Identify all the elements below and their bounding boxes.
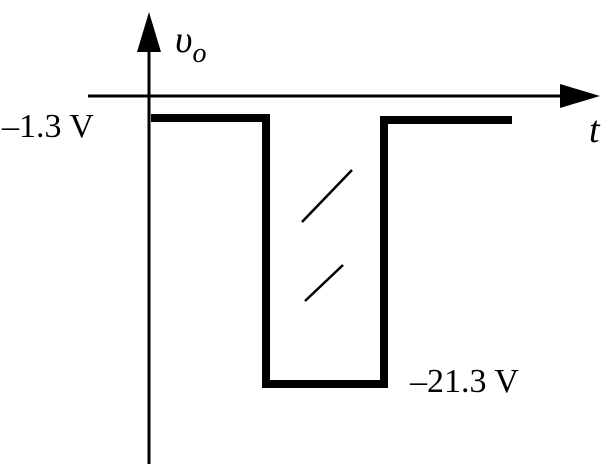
x-axis-label: t: [589, 109, 601, 151]
high-level-label: –1.3 V: [1, 108, 94, 145]
x-axis-arrowhead: [560, 84, 600, 108]
y-axis-subscript: o: [192, 38, 206, 69]
y-axis-arrowhead: [137, 12, 161, 52]
slant-mark-lower: [304, 264, 344, 302]
y-axis-symbol: υ: [175, 19, 192, 61]
low-level-label: –21.3 V: [409, 363, 519, 400]
y-axis-label: υo: [175, 19, 206, 69]
slant-mark-upper: [301, 169, 353, 223]
pulse-waveform: [151, 114, 512, 388]
